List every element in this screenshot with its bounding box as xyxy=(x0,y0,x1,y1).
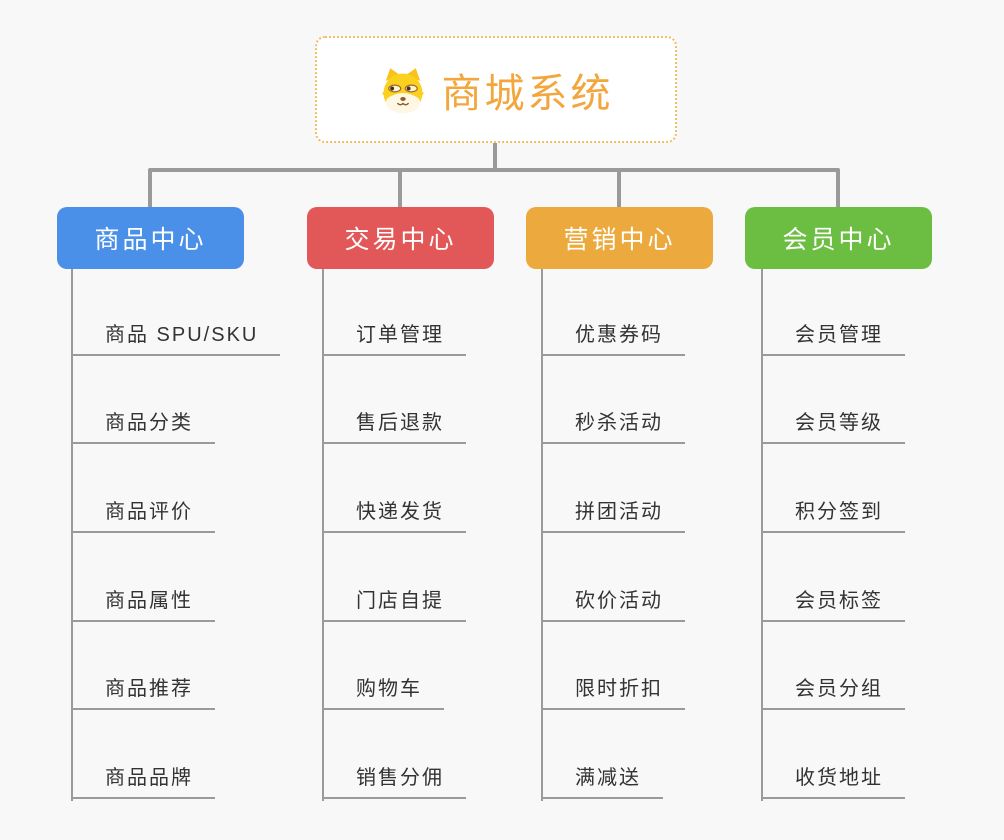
leaf-item[interactable]: 满减送 xyxy=(541,764,663,799)
leaf-item[interactable]: 秒杀活动 xyxy=(541,409,685,444)
leaf-item[interactable]: 会员等级 xyxy=(761,409,905,444)
branch-header-product-center[interactable]: 商品中心 xyxy=(57,207,244,269)
root-title: 商城系统 xyxy=(441,71,614,116)
leaf-item[interactable]: 会员管理 xyxy=(761,321,905,356)
leaf-item[interactable]: 商品分类 xyxy=(71,409,215,444)
leaf-item[interactable]: 拼团活动 xyxy=(541,498,685,533)
leaf-item[interactable]: 商品评价 xyxy=(71,498,215,533)
doge-icon xyxy=(381,67,424,113)
branch-header-trade-center[interactable]: 交易中心 xyxy=(307,207,494,269)
leaf-item[interactable]: 会员标签 xyxy=(761,587,905,622)
leaf-item[interactable]: 优惠券码 xyxy=(541,321,685,356)
leaf-item[interactable]: 砍价活动 xyxy=(541,587,685,622)
leaf-item[interactable]: 销售分佣 xyxy=(322,764,466,799)
branch-trunk-line xyxy=(761,269,763,801)
branch-drop-line xyxy=(836,170,840,208)
leaf-item[interactable]: 商品属性 xyxy=(71,587,215,622)
branch-header-member-center[interactable]: 会员中心 xyxy=(745,207,932,269)
leaf-item[interactable]: 门店自提 xyxy=(322,587,466,622)
leaf-item[interactable]: 售后退款 xyxy=(322,409,466,444)
branch-header-marketing-center[interactable]: 营销中心 xyxy=(526,207,713,269)
leaf-item[interactable]: 积分签到 xyxy=(761,498,905,533)
branch-drop-line xyxy=(617,170,621,208)
leaf-item[interactable]: 商品推荐 xyxy=(71,675,215,710)
branch-drop-line xyxy=(398,170,402,208)
branch-trunk-line xyxy=(322,269,324,801)
leaf-item[interactable]: 商品品牌 xyxy=(71,764,215,799)
leaf-item[interactable]: 快递发货 xyxy=(322,498,466,533)
leaf-item[interactable]: 会员分组 xyxy=(761,675,905,710)
leaf-item[interactable]: 收货地址 xyxy=(761,764,905,799)
leaf-item[interactable]: 商品 SPU/SKU xyxy=(71,321,281,356)
leaf-item[interactable]: 限时折扣 xyxy=(541,675,685,710)
leaf-item[interactable]: 购物车 xyxy=(322,675,444,710)
root-node[interactable]: 商城系统 xyxy=(315,36,677,143)
leaf-item[interactable]: 订单管理 xyxy=(322,321,466,356)
branch-trunk-line xyxy=(71,269,73,801)
branch-trunk-line xyxy=(541,269,543,801)
branch-drop-line xyxy=(148,170,152,208)
branch-bus-line xyxy=(148,168,840,172)
root-connector-line xyxy=(493,141,497,170)
